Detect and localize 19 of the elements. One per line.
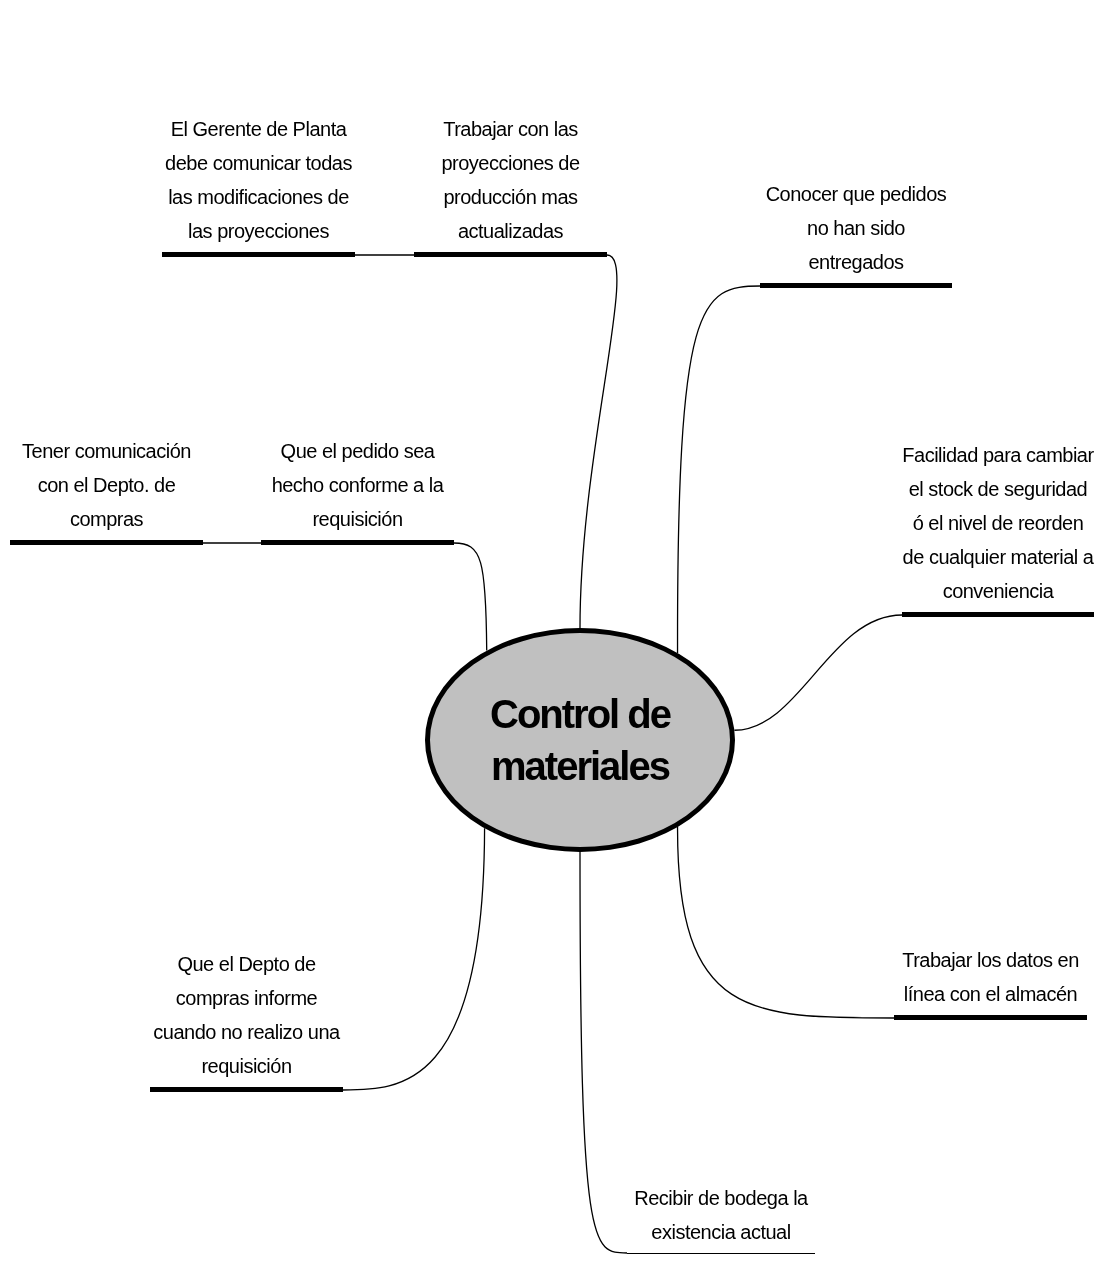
connector-line <box>676 285 761 654</box>
central-topic-text: Control de materiales <box>489 691 672 790</box>
topic-text: Que el Depto de compras informe cuando no realizo una requisición <box>152 952 341 1079</box>
topic-text: Tener comunicación con el Depto. de compras <box>21 439 192 532</box>
connector-line <box>733 614 903 731</box>
connector-line <box>579 254 618 629</box>
topic-text: El Gerente de Planta debe comunicar todas las modificaciones de las proyecciones <box>164 117 353 244</box>
connector-line <box>676 826 895 1019</box>
topic-text: Trabajar los datos en línea con el almacén <box>901 948 1080 1007</box>
topic-text: Recibir de bodega la existencia actual <box>633 1186 809 1245</box>
topic-text: Que el pedido sea hecho conforme a la requisición <box>270 439 445 532</box>
connector-line <box>342 827 486 1091</box>
topic-text: Conocer que pedidos no han sido entregados <box>764 182 948 275</box>
topic-text: Trabajar con las proyecciones de producción mas actualizadas <box>440 117 581 244</box>
connector-line <box>354 254 415 256</box>
connector-line <box>579 851 628 1254</box>
connector-line <box>202 542 262 544</box>
connector-line <box>453 542 488 652</box>
topic-text: Facilidad para cambiar el stock de seguridad ó el nivel de reorden de cualquier material a conveniencia <box>902 443 1094 604</box>
